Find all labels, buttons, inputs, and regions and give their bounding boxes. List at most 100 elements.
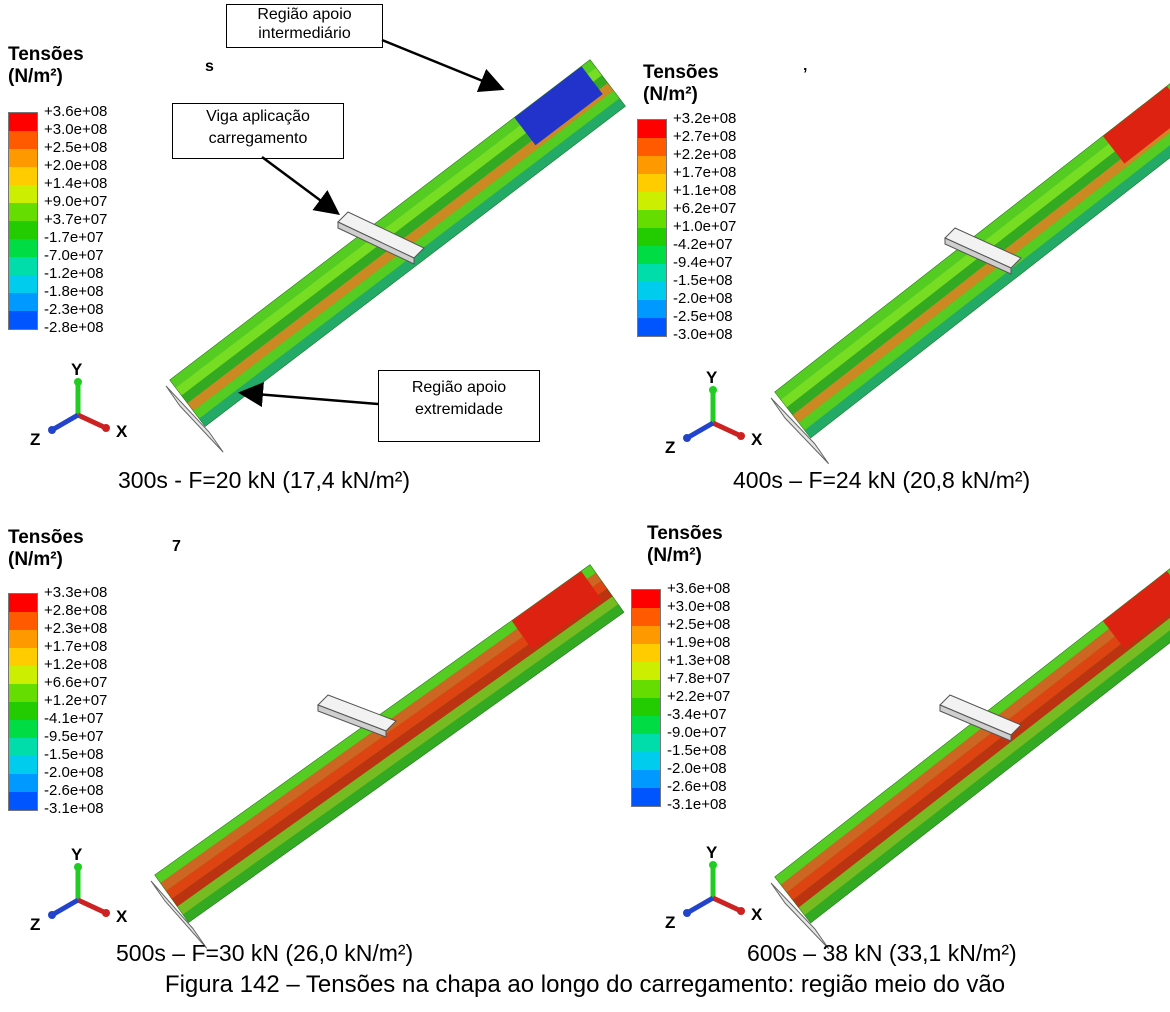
legend-swatch [9, 131, 37, 149]
legend-value: -2.0e+08 [44, 764, 104, 781]
loading-beam-side [944, 237, 1012, 275]
stray-mark: ʼ [803, 66, 808, 83]
legend-swatch [9, 311, 37, 329]
legend-colorbar [8, 593, 38, 811]
beam-model-render [770, 83, 1170, 465]
legend-swatch [9, 221, 37, 239]
legend-value: +2.8e+08 [44, 602, 108, 619]
legend-colorbar [637, 119, 667, 337]
legend-swatch [632, 662, 660, 680]
stress-band [786, 108, 1170, 415]
legend-value: -1.2e+08 [44, 265, 104, 282]
loading-beam-side [337, 221, 415, 265]
axis-label-x: X [116, 907, 128, 926]
stress-band [177, 596, 619, 915]
caption-500s: 500s – F=30 kN (26,0 kN/m²) [116, 940, 414, 966]
legend-value: +3.0e+08 [667, 598, 731, 615]
legend-swatch [9, 648, 37, 666]
legend-title: Tensões(N/m²) [643, 62, 719, 105]
legend-value: +3.6e+08 [667, 580, 731, 597]
axis-arrows [683, 386, 745, 442]
legend-swatch [638, 120, 666, 138]
axis-label-y: Y [71, 845, 83, 864]
legend-value: +9.0e+07 [44, 193, 108, 210]
legend-swatch [638, 300, 666, 318]
legend-value: -2.8e+08 [44, 319, 104, 336]
stress-band [792, 605, 1170, 908]
stray-mark: 7 [172, 538, 181, 555]
axis-label-z: Z [30, 430, 41, 449]
legend-value: +1.2e+07 [44, 692, 108, 709]
legend-colorbar [8, 112, 38, 330]
legend-value: +1.2e+08 [44, 656, 108, 673]
legend-swatch [9, 720, 37, 738]
legend-swatch [632, 788, 660, 806]
legend-swatch [9, 630, 37, 648]
panel-500s: Tensões(N/m²) +3.3e+08+2.8e+08+2.3e+08+1… [0, 505, 625, 980]
legend-value: +1.0e+07 [673, 218, 737, 235]
legend-swatch [9, 594, 37, 612]
beam-model-render [150, 564, 625, 949]
legend-swatch [632, 680, 660, 698]
axis-label-z: Z [30, 915, 41, 934]
legend-value: -7.0e+07 [44, 247, 104, 264]
legend-value: +2.5e+08 [44, 139, 108, 156]
stress-band [804, 145, 1170, 438]
legend-swatch [9, 666, 37, 684]
panel-400s: Tensões(N/m²) +3.2e+08+2.7e+08+2.2e+08+1… [585, 0, 1170, 493]
axis-arrows [48, 378, 110, 434]
stray-mark: s [205, 58, 214, 75]
legend-value: +2.2e+08 [673, 146, 737, 163]
axis-label-x: X [751, 905, 763, 924]
axis-label-x: X [751, 430, 763, 449]
stress-band [786, 593, 1170, 900]
axis-label-z: Z [665, 913, 676, 932]
legend-swatch [638, 282, 666, 300]
legend-value: -1.7e+07 [44, 229, 104, 246]
legend-swatch [638, 246, 666, 264]
axis-arrows [683, 861, 745, 917]
legend-value: -2.0e+08 [673, 290, 733, 307]
legend-value: -3.1e+08 [667, 796, 727, 813]
legend-value: -3.0e+08 [673, 326, 733, 343]
legend-title: Tensões(N/m²) [647, 523, 723, 566]
end-cross-section [165, 385, 224, 453]
legend-swatch [9, 275, 37, 293]
legend-value: -1.5e+08 [673, 272, 733, 289]
legend-value: +6.6e+07 [44, 674, 108, 691]
legend-swatch [638, 318, 666, 336]
legend-swatch [9, 257, 37, 275]
legend-swatch [9, 612, 37, 630]
legend-value: -2.0e+08 [667, 760, 727, 777]
axis-label-x: X [116, 422, 128, 441]
legend-value: -1.8e+08 [44, 283, 104, 300]
legend-swatch [638, 192, 666, 210]
legend-value: +3.2e+08 [673, 110, 737, 127]
legend-value: -3.4e+07 [667, 706, 727, 723]
legend-value: -2.3e+08 [44, 301, 104, 318]
legend-swatch [632, 590, 660, 608]
legend-value: -2.5e+08 [673, 308, 733, 325]
beam-model-render [165, 59, 626, 453]
legend-value: +2.0e+08 [44, 157, 108, 174]
legend-swatch [9, 792, 37, 810]
panel-300s: Tensões(N/m²) +3.6e+08+3.0e+08+2.5e+08+2… [0, 0, 626, 493]
stress-band [798, 132, 1170, 431]
legend-value: +2.3e+08 [44, 620, 108, 637]
legend-swatch [632, 770, 660, 788]
figure-caption: Figura 142 – Tensões na chapa ao longo d… [164, 971, 1006, 998]
axis-arrows [48, 863, 110, 919]
axis-triad: Y Z X [28, 845, 148, 935]
legend-swatch [9, 684, 37, 702]
stress-band [798, 617, 1170, 916]
legend-value: +3.7e+07 [44, 211, 108, 228]
stress-hotspot [1103, 86, 1170, 164]
stress-hotspot [514, 66, 603, 146]
axis-label-z: Z [665, 438, 676, 457]
legend-swatch [9, 738, 37, 756]
panel-600s: Tensões(N/m²) +3.6e+08+3.0e+08+2.5e+08+1… [585, 505, 1170, 980]
